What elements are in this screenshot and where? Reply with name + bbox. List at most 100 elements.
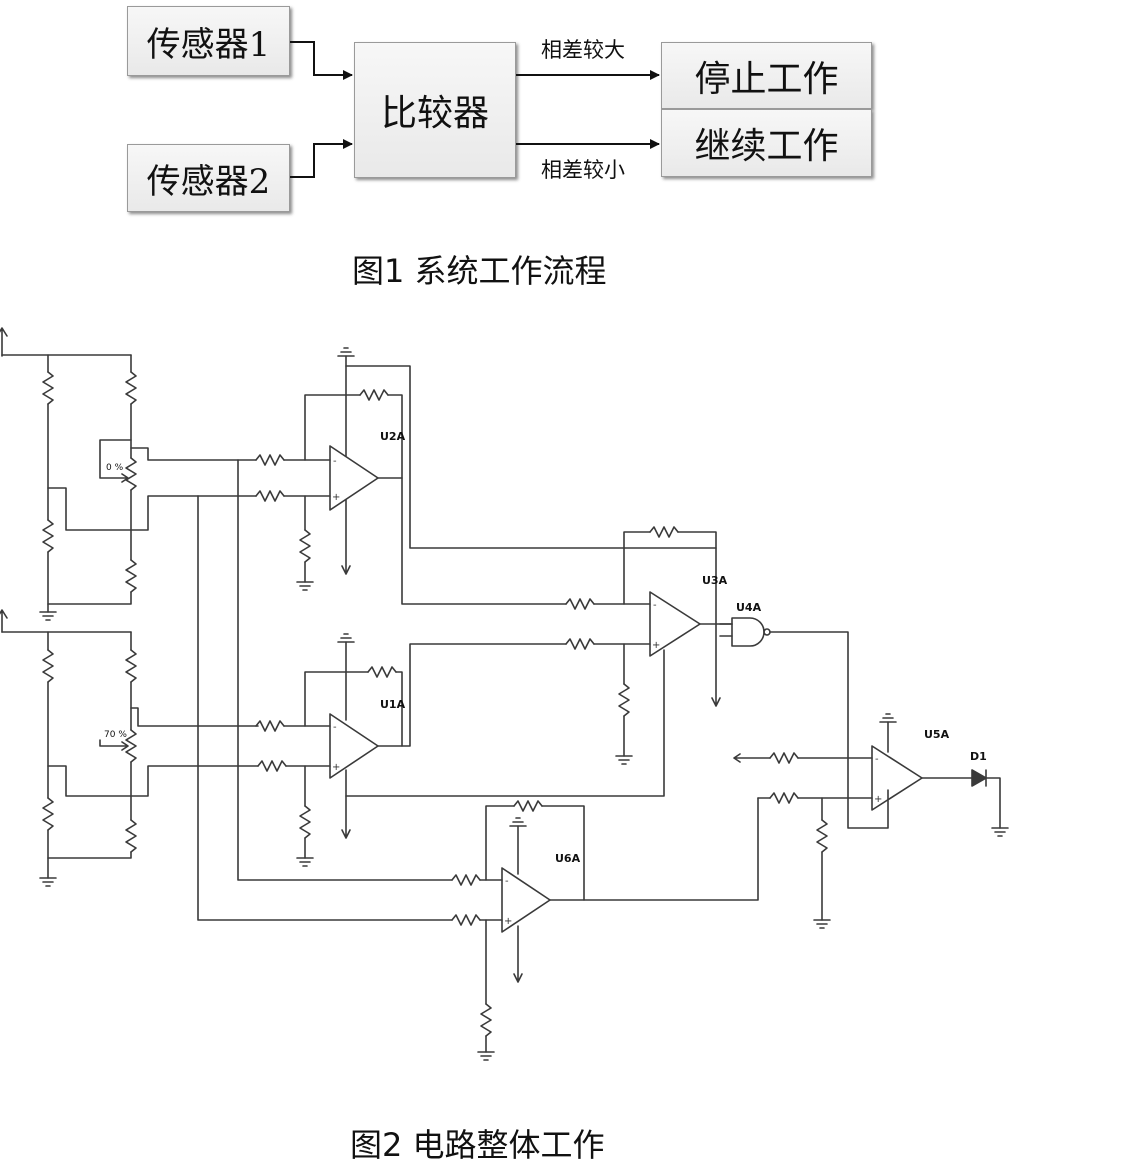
u5a-minus-sign: - xyxy=(875,754,879,765)
u3a-minus-sign: - xyxy=(653,600,657,611)
continue-work-block: 继续工作 xyxy=(661,109,872,177)
mid-node-top-left xyxy=(47,487,199,531)
sensor1-block: 传感器1 xyxy=(127,6,290,76)
resistor xyxy=(125,819,137,853)
u6a-feedback2 xyxy=(541,805,585,901)
u1a-feedback2 xyxy=(395,671,403,747)
u6a-label: U6A xyxy=(555,852,581,865)
resistor xyxy=(125,559,137,593)
u2a-plus-sign: + xyxy=(332,492,340,503)
resistor xyxy=(618,683,630,717)
potentiometer-top xyxy=(125,457,137,491)
u4a-output xyxy=(769,631,889,829)
resistor xyxy=(42,797,54,831)
u3a-label: U3A xyxy=(702,574,728,587)
u2a-feedback2 xyxy=(387,394,403,479)
u1a-opamp xyxy=(329,713,379,779)
u2a-label: U2A xyxy=(380,430,406,443)
d1-diode xyxy=(971,769,987,787)
resistor xyxy=(451,874,481,886)
resistor xyxy=(42,649,54,683)
u3a-plus-sign: + xyxy=(652,640,660,651)
bus-wire-b xyxy=(197,495,453,921)
u2a-minus-sign: - xyxy=(333,456,337,467)
u2a-supply-bot xyxy=(341,499,351,575)
u3a-feedback xyxy=(623,531,651,605)
u6a-minus-sign: - xyxy=(505,876,509,887)
resistor xyxy=(769,792,799,804)
resistor xyxy=(255,490,285,502)
u6a-supply-bot xyxy=(513,925,523,983)
resistor xyxy=(299,805,311,839)
diff-small-label: 相差较小 xyxy=(541,158,625,182)
ground xyxy=(337,347,355,357)
potentiometer-bottom xyxy=(125,729,137,763)
resistor xyxy=(367,666,397,678)
u5a-label: U5A xyxy=(924,728,950,741)
sensor2-to-comparator-arrow xyxy=(290,139,353,178)
ground xyxy=(813,919,831,929)
sensor2-label: 传感器2 xyxy=(146,161,271,202)
u3a-feedback2 xyxy=(677,531,717,625)
comparator-label: 比较器 xyxy=(380,93,489,134)
u1a-minus-sign: - xyxy=(333,722,337,733)
figure1-caption: 图1 系统工作流程 xyxy=(352,252,607,290)
stop-work-label: 停止工作 xyxy=(694,58,839,100)
ground xyxy=(296,581,314,591)
u2a-feedback xyxy=(304,394,361,461)
u2a-opamp xyxy=(329,445,379,511)
resistor xyxy=(359,389,389,401)
supply-arrow-bottom xyxy=(0,609,8,633)
ground xyxy=(296,857,314,867)
u5a-opamp xyxy=(871,745,923,811)
resistor xyxy=(451,914,481,926)
ground xyxy=(879,713,897,723)
bridge-top-right-wire4 xyxy=(47,591,132,605)
pot-top-value: 0 % xyxy=(106,463,124,473)
sensor2-block: 传感器2 xyxy=(127,144,290,212)
pot-bottom-value: 70 % xyxy=(104,730,127,740)
u6a-feedback xyxy=(485,805,515,881)
resistor xyxy=(255,720,285,732)
mid-node-top-right xyxy=(130,447,239,461)
ground xyxy=(477,1051,495,1061)
ground xyxy=(615,755,633,765)
resistor xyxy=(299,529,311,563)
resistor xyxy=(480,1003,492,1037)
pot-wiper-top xyxy=(99,439,132,483)
ground xyxy=(39,611,57,621)
resistor xyxy=(565,598,595,610)
resistor xyxy=(125,649,137,683)
supply-arrow-top xyxy=(0,327,8,357)
resistor xyxy=(816,819,828,853)
stop-work-block: 停止工作 xyxy=(661,42,872,109)
comparator-block: 比较器 xyxy=(354,42,516,178)
continue-work-label: 继续工作 xyxy=(694,126,839,167)
u6a-output xyxy=(549,797,759,901)
bus-wire-a xyxy=(237,459,453,881)
u2a-aux-wire xyxy=(345,365,717,549)
bridge-bot-right-wire4 xyxy=(47,851,132,859)
resistor xyxy=(257,760,287,772)
u1a-supply-bot xyxy=(341,769,351,839)
resistor xyxy=(255,454,285,466)
u6a-plus-sign: + xyxy=(504,916,512,927)
u1a-label: U1A xyxy=(380,698,406,711)
u6a-opamp xyxy=(501,867,551,933)
u1a-feedback xyxy=(304,671,369,727)
mid-node-bot-left xyxy=(47,765,259,797)
sensor1-to-comparator-arrow xyxy=(290,41,353,80)
diff-large-label: 相差较大 xyxy=(541,38,625,62)
resistor xyxy=(565,638,595,650)
ground xyxy=(991,827,1009,837)
u3a-down-arrow xyxy=(711,623,721,707)
resistor xyxy=(125,371,137,405)
d1-to-ground xyxy=(985,777,1001,829)
mid-node-bot-right xyxy=(130,707,259,727)
resistor xyxy=(42,371,54,405)
ground xyxy=(337,633,355,643)
figure2-caption: 图2 电路整体工作 xyxy=(350,1126,605,1164)
u4a-nand-bubble xyxy=(763,628,771,636)
u4a-label: U4A xyxy=(736,601,762,614)
